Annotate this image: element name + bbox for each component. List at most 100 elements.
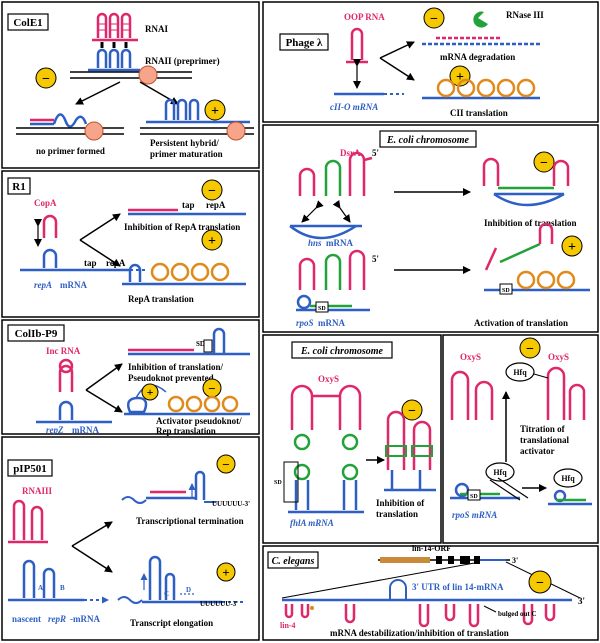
pip501-bottom-caption: Transcript elongation <box>130 618 213 628</box>
dsra-title: E. coli chromosome <box>386 135 470 146</box>
cole1-arrow-left <box>75 81 121 105</box>
dsra-label: DsrA <box>340 148 361 158</box>
svg-text:+: + <box>147 385 154 399</box>
pip501-arrow-down <box>71 545 113 573</box>
panel-oxys-frame <box>262 334 442 544</box>
svg-text:A: A <box>38 584 43 592</box>
r1-bottom-caption: RepA translation <box>128 294 194 304</box>
colib-arrow-up <box>85 363 123 391</box>
panel-oxys2-frame <box>442 334 599 544</box>
celegans-minus-sign <box>528 570 552 594</box>
svg-text:SD: SD <box>502 288 510 294</box>
repa-hairpin <box>42 248 58 268</box>
oxys-title: E. coli chromosome <box>300 346 384 357</box>
colib-duplex <box>128 327 250 356</box>
panel-colib: ColIb-P9 Inc RNA repZ mRNA SD Inhibition… <box>7 324 250 436</box>
panel-pip501-frame <box>1 436 260 641</box>
rpos-gene-label-2: rpoS mRNA <box>452 510 497 520</box>
rnaiii-label: RNAIII <box>22 486 53 496</box>
svg-text:5': 5' <box>372 254 379 264</box>
hfq-rpos-icon <box>553 468 583 488</box>
panel-dsra-frame <box>262 124 599 333</box>
utr-hairpin <box>389 579 407 600</box>
panel-phage-frame <box>262 1 599 123</box>
svg-text:tap: tap <box>84 258 97 268</box>
colib-bottom-caption-1: Activator pseudoknot/ <box>156 416 242 426</box>
oxys-structure <box>290 384 362 430</box>
svg-text:+: + <box>456 70 464 85</box>
svg-text:+: + <box>211 104 219 119</box>
dsra-rpos <box>296 249 370 313</box>
celegans-caption: mRNA destabilization/inhibition of trans… <box>330 628 509 638</box>
cii-o-gene-label: cII-O mRNA <box>330 102 378 112</box>
oop-hairpin <box>350 27 364 60</box>
panel-r1: R1 CopA tap repA repA mRNA − tap repA In… <box>7 177 246 304</box>
phage-top-caption: mRNA degradation <box>440 52 515 62</box>
dsra-title-box <box>379 130 477 148</box>
oxys2-left-label: OxyS <box>460 352 481 362</box>
svg-text:5': 5' <box>372 148 379 158</box>
pip501-uuu-top: UUUUUU-3' <box>212 500 250 508</box>
rpos-mrna-3 <box>548 489 592 506</box>
rnaii-hairpins <box>88 48 140 72</box>
svg-text:-mRNA: -mRNA <box>70 614 100 624</box>
r1-plus-sign <box>201 229 223 251</box>
panel-oxys: E. coli chromosome OxyS SD fhlA mRNA − <box>274 341 436 528</box>
r1-copa-label: CopA <box>34 198 57 208</box>
svg-text:mRNA: mRNA <box>326 238 353 248</box>
cole1-left-product <box>16 113 124 141</box>
hns-mrna <box>289 224 362 240</box>
pip501-plus-sign <box>216 562 236 582</box>
dsra-activation <box>484 222 590 295</box>
rpos-mrna-2 <box>450 477 529 501</box>
celegans-title: C. elegans <box>272 556 315 567</box>
r1-duplex <box>128 208 246 216</box>
panel-colib-frame <box>1 319 260 435</box>
r1-title: R1 <box>12 181 25 193</box>
cole1-title-box <box>7 13 49 31</box>
phage-duplex <box>422 36 540 46</box>
svg-text:−: − <box>526 342 534 357</box>
cole1-plus-sign <box>204 99 226 121</box>
repz-gene-label: repZ <box>46 425 64 435</box>
cole1-right-caption-2: primer maturation <box>150 149 223 159</box>
oxys2-caption-2: translational <box>520 435 570 445</box>
svg-text:−: − <box>408 404 416 419</box>
svg-text:Hfq: Hfq <box>561 474 575 483</box>
phage-minus-sign <box>423 7 445 29</box>
dsra-top-caption: Inhibition of translation <box>484 218 577 228</box>
r1-top-caption: Inhibition of RepA translation <box>124 222 240 232</box>
dsra-structure <box>298 151 373 196</box>
pip501-minus-sign <box>216 454 236 474</box>
oxys-title-box <box>291 341 393 359</box>
rnai-hairpins <box>92 12 138 42</box>
panel-dsra: E. coli chromosome DsrA 5' hns mRNA − In… <box>289 130 590 328</box>
dsra-plus-sign <box>561 235 583 257</box>
svg-text:−: − <box>222 457 229 472</box>
cole1-rnaii-label: RNAII (preprimer) <box>145 56 220 66</box>
pip501-title-box <box>7 459 53 477</box>
oxys2-right-rna <box>533 366 586 420</box>
oxys2-left-rna <box>450 370 494 420</box>
svg-text:−: − <box>540 156 548 171</box>
dsra-hns-complex <box>482 157 570 207</box>
svg-text:−: − <box>430 12 438 27</box>
svg-text:repA: repA <box>206 200 226 210</box>
phage-title: Phage λ <box>286 37 323 49</box>
colib-top-caption-1: Inhibition of translation/ <box>128 362 224 372</box>
rnase-iii-label: RNase III <box>506 10 544 20</box>
cii-translation <box>422 78 540 100</box>
repa-gene-label: repA <box>34 280 52 290</box>
svg-text:+: + <box>568 240 576 255</box>
colib-title: ColIb-P9 <box>15 328 58 340</box>
r1-minus-sign <box>201 179 223 201</box>
pip501-arrow-up <box>71 521 113 547</box>
panel-phage: Phage λ OOP RNA cII-O mRNA − RNase III m… <box>279 7 544 118</box>
svg-text:−: − <box>536 576 544 591</box>
copa-hairpin <box>42 214 58 238</box>
pip501-title: pIP501 <box>13 463 47 475</box>
oxys2-caption-3: activator <box>520 446 554 456</box>
oxys-fhla-complex <box>384 410 436 492</box>
pip501-terminator <box>121 470 216 504</box>
rnase-iii-icon <box>473 11 488 28</box>
